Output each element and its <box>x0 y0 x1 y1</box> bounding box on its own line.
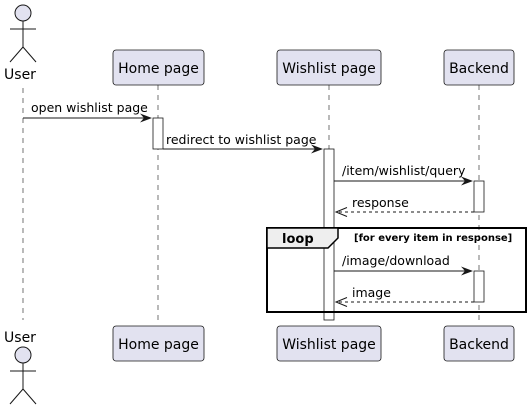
message-label-open-wishlist: open wishlist page <box>31 100 148 115</box>
arrowhead-icon <box>461 176 473 186</box>
message-label-image: image <box>352 285 391 300</box>
arrowhead-icon <box>461 266 473 276</box>
participant-label-home-top: Home page <box>118 61 199 77</box>
actor-head-icon <box>14 346 32 364</box>
actor-head-icon <box>14 4 32 22</box>
loop-frame-title: loop <box>282 232 314 247</box>
actor-user-bottom <box>9 346 37 405</box>
actor-user-top <box>9 4 37 63</box>
participant-label-backend-bottom: Backend <box>449 337 509 353</box>
participant-label-home-bottom: Home page <box>118 337 199 353</box>
participant-box-backend-bottom <box>443 325 515 362</box>
loop-frame-tab <box>266 227 339 249</box>
participant-label-user-top: User <box>4 67 36 83</box>
open-arrowhead-icon <box>334 297 348 307</box>
participant-box-backend-top <box>443 49 515 86</box>
participant-box-wishlist-bottom <box>276 325 382 362</box>
activation-backend-query <box>473 180 485 213</box>
message-label-wishlist-query: /item/wishlist/query <box>342 163 466 178</box>
arrowhead-icon <box>140 113 152 123</box>
participant-label-user-bottom: User <box>4 330 36 346</box>
participant-box-home-top <box>112 49 205 86</box>
participant-box-wishlist-top <box>276 49 382 86</box>
loop-frame-guard: [for every item in response] <box>354 233 512 244</box>
participant-label-wishlist-top: Wishlist page <box>282 61 376 77</box>
message-label-redirect: redirect to wishlist page <box>166 132 317 147</box>
message-label-response: response <box>352 195 409 210</box>
message-label-image-download: /image/download <box>342 253 450 268</box>
participant-box-home-bottom <box>112 325 205 362</box>
activation-home-page <box>152 117 164 150</box>
arrowhead-icon <box>311 144 323 154</box>
participant-label-backend-top: Backend <box>449 61 509 77</box>
activation-backend-image <box>473 270 485 303</box>
loop-frame <box>266 227 527 313</box>
participant-label-wishlist-bottom: Wishlist page <box>282 337 376 353</box>
open-arrowhead-icon <box>334 207 348 217</box>
